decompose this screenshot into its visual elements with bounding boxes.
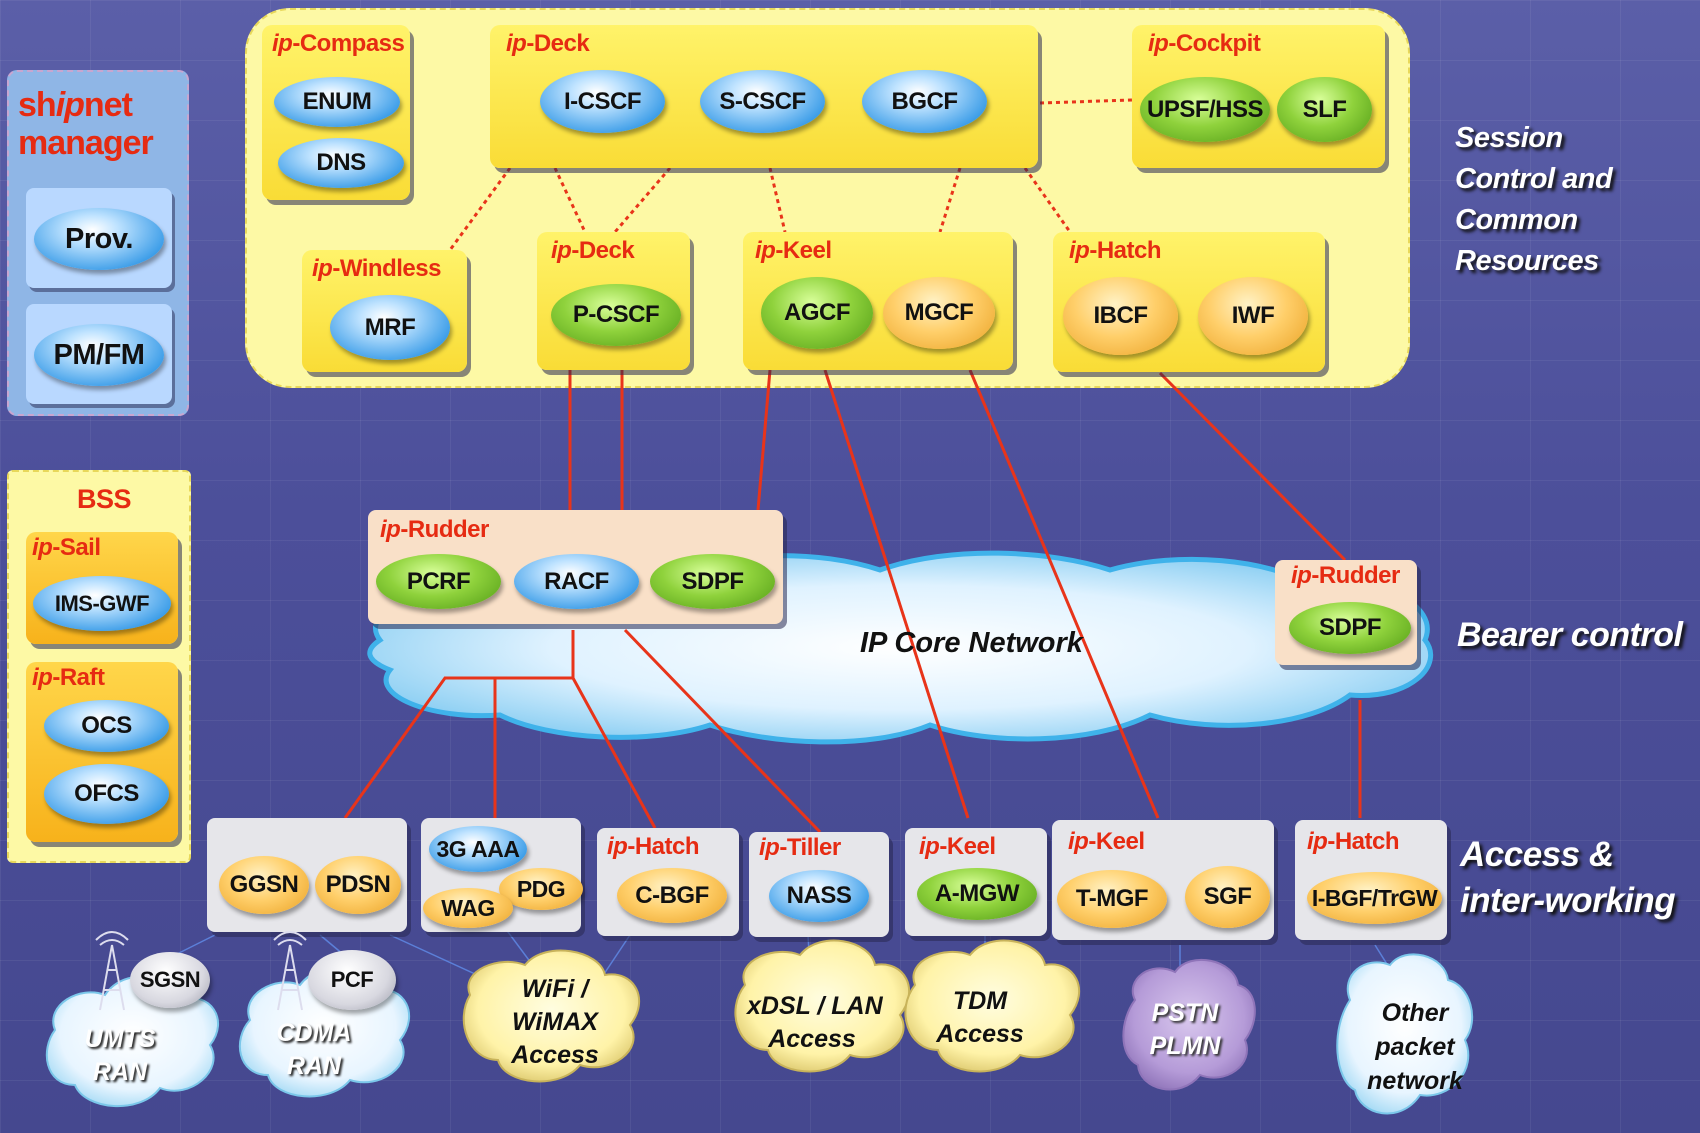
c-bgf-node[interactable]: C-BGF <box>617 868 727 923</box>
ggsn-pdsn-box: GGSN PDSN <box>207 818 407 932</box>
pmfm-button-frame: PM/FM <box>26 304 172 404</box>
aaa-box: 3G AAA PDG WAG <box>421 818 583 932</box>
i-bgf-trgw-node[interactable]: I-BGF/TrGW <box>1307 872 1442 924</box>
umts-antenna-icon <box>95 931 129 1011</box>
ibcf-node[interactable]: IBCF <box>1063 277 1178 355</box>
access-interworking-label: Access & inter-working <box>1460 835 1676 920</box>
ip-keel-top-box: ip-Keel AGCF MGCF <box>743 232 1013 370</box>
ip-keel-amgw-box: ip-Keel A-MGW <box>905 828 1047 936</box>
sgf-node[interactable]: SGF <box>1185 866 1270 928</box>
ip-compass-box: ip-Compass ENUM DNS <box>262 25 410 200</box>
bss-panel: BSS ip-Sail IMS-GWF ip-Raft OCS OFCS <box>7 470 191 863</box>
ims-gwf-node[interactable]: IMS-GWF <box>33 576 171 631</box>
bearer-control-label: Bearer control <box>1457 616 1683 654</box>
ip-deck-title: ip-Deck <box>506 30 590 57</box>
ip-hatch-ibgf-box: ip-Hatch I-BGF/TrGW <box>1295 820 1447 940</box>
tdm-cloud <box>904 939 1081 1073</box>
prov-button[interactable]: Prov. <box>34 208 164 270</box>
a-mgw-node[interactable]: A-MGW <box>917 868 1037 920</box>
ip-hatch-top-title: ip-Hatch <box>1069 237 1161 264</box>
nass-node[interactable]: NASS <box>769 870 869 922</box>
ip-raft-box: ip-Raft OCS OFCS <box>26 662 178 842</box>
shipnet-manager-title: shipnet manager <box>18 86 154 162</box>
ip-compass-title: ip-Compass <box>272 30 405 57</box>
pdsn-node[interactable]: PDSN <box>315 856 401 914</box>
ip-windless-title: ip-Windless <box>312 255 441 282</box>
iwf-node[interactable]: IWF <box>1198 277 1308 355</box>
shipnet-manager-panel: shipnet manager Prov. PM/FM <box>7 70 189 416</box>
ip-deck-lower-title: ip-Deck <box>551 237 635 264</box>
ip-rudder-right-title: ip-Rudder <box>1291 562 1400 589</box>
ip-deck-box: ip-Deck I-CSCF S-CSCF BGCF <box>490 25 1038 168</box>
agcf-node[interactable]: AGCF <box>761 277 873 349</box>
ip-cockpit-title: ip-Cockpit <box>1148 30 1261 57</box>
bgcf-node[interactable]: BGCF <box>862 70 987 133</box>
3g-aaa-node[interactable]: 3G AAA <box>429 826 527 872</box>
ip-hatch-top-box: ip-Hatch IBCF IWF <box>1053 232 1325 372</box>
ip-raft-title: ip-Raft <box>32 664 105 691</box>
ip-deck-pcscf-box: ip-Deck P-CSCF <box>537 232 690 370</box>
ip-sail-box: ip-Sail IMS-GWF <box>26 532 178 644</box>
pstn-plmn-cloud <box>1122 958 1256 1091</box>
pcf-node[interactable]: PCF <box>308 950 396 1010</box>
umts-ran-cloud <box>45 975 220 1108</box>
ip-cockpit-box: ip-Cockpit UPSF/HSS SLF <box>1132 25 1385 168</box>
ip-keel-top-title: ip-Keel <box>755 237 832 264</box>
p-cscf-node[interactable]: P-CSCF <box>551 284 681 346</box>
ip-rudder-title: ip-Rudder <box>380 516 489 543</box>
ip-windless-box: ip-Windless MRF <box>302 250 467 372</box>
ofcs-node[interactable]: OFCS <box>44 764 169 824</box>
s-cscf-node[interactable]: S-CSCF <box>700 70 825 133</box>
ip-tiller-title: ip-Tiller <box>759 834 841 861</box>
ip-rudder-box: ip-Rudder PCRF RACF SDPF <box>368 510 783 624</box>
mrf-node[interactable]: MRF <box>330 295 450 360</box>
ip-tiller-box: ip-Tiller NASS <box>749 832 889 937</box>
session-control-label: Session Control and Common Resources <box>1455 122 1613 277</box>
pdg-node[interactable]: PDG <box>499 868 583 910</box>
t-mgf-node[interactable]: T-MGF <box>1057 870 1167 928</box>
ip-sail-title: ip-Sail <box>32 534 101 561</box>
ip-hatch-access-title: ip-Hatch <box>607 833 699 860</box>
sdpf-right-node[interactable]: SDPF <box>1289 602 1411 654</box>
ip-hatch-cbgf-box: ip-Hatch C-BGF <box>597 828 739 936</box>
ip-hatch-ibgf-title: ip-Hatch <box>1307 828 1399 855</box>
prov-button-frame: Prov. <box>26 188 172 288</box>
pm-fm-button[interactable]: PM/FM <box>34 324 164 386</box>
enum-node[interactable]: ENUM <box>274 77 400 127</box>
ip-core-network-label: IP Core Network <box>860 627 1083 659</box>
bss-title: BSS <box>77 484 132 514</box>
xdsl-lan-cloud <box>734 939 911 1073</box>
ggsn-node[interactable]: GGSN <box>219 856 309 914</box>
slf-node[interactable]: SLF <box>1277 77 1372 142</box>
i-cscf-node[interactable]: I-CSCF <box>540 70 665 133</box>
ip-rudder-right-box: ip-Rudder SDPF <box>1275 560 1417 665</box>
racf-node[interactable]: RACF <box>514 554 639 609</box>
ocs-node[interactable]: OCS <box>44 700 169 752</box>
mgcf-node[interactable]: MGCF <box>883 277 995 349</box>
ip-keel-tmgf-title: ip-Keel <box>1068 828 1145 855</box>
cdma-antenna-icon <box>273 931 307 1011</box>
sgsn-node[interactable]: SGSN <box>130 952 210 1008</box>
dns-node[interactable]: DNS <box>278 138 404 188</box>
pcrf-node[interactable]: PCRF <box>376 554 501 609</box>
ip-keel-tmgf-box: ip-Keel T-MGF SGF <box>1052 820 1274 940</box>
sdpf-node[interactable]: SDPF <box>650 554 775 609</box>
upsf-hss-node[interactable]: UPSF/HSS <box>1140 77 1270 142</box>
wag-node[interactable]: WAG <box>423 888 513 928</box>
ip-keel-access-title: ip-Keel <box>919 833 996 860</box>
